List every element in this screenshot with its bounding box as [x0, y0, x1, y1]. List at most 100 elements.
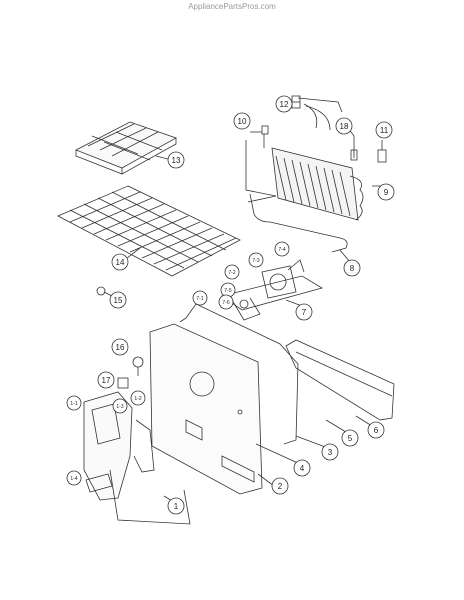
- callout-label: 7-6: [222, 300, 229, 306]
- callout-circle: [167, 151, 185, 169]
- callout-1-1[interactable]: 1-1: [66, 395, 82, 411]
- callout-label: 1-4: [70, 476, 77, 482]
- callout-label: 7-5: [224, 288, 231, 294]
- sensor-part[interactable]: [350, 136, 358, 161]
- callout-label: 8: [350, 264, 355, 273]
- callout-17[interactable]: 17: [97, 371, 115, 389]
- callout-7-6[interactable]: 7-6: [218, 294, 234, 310]
- callout-label: 7-3: [252, 258, 259, 264]
- callout-circle: [274, 241, 290, 257]
- callout-7-1[interactable]: 7-1: [192, 290, 208, 306]
- callout-circle: [109, 291, 127, 309]
- fan-motor-assembly-part[interactable]: [221, 259, 324, 321]
- cover-panel-part[interactable]: [149, 323, 263, 495]
- callout-circle: [377, 183, 395, 201]
- callout-label: 9: [384, 188, 389, 197]
- callout-circle: [130, 390, 146, 406]
- callout-label: 16: [116, 343, 125, 352]
- callout-10[interactable]: 10: [233, 112, 251, 130]
- callout-5[interactable]: 5: [341, 429, 359, 447]
- callout-circle: [97, 371, 115, 389]
- callout-circle: [335, 117, 353, 135]
- callout-circle: [271, 477, 289, 495]
- callout-15[interactable]: 15: [109, 291, 127, 309]
- callout-circle: [275, 95, 293, 113]
- callout-13[interactable]: 13: [167, 151, 185, 169]
- callout-9[interactable]: 9: [377, 183, 395, 201]
- thermostat-part[interactable]: [261, 125, 269, 148]
- callout-circle: [218, 294, 234, 310]
- ice-tray-part[interactable]: [75, 121, 177, 175]
- callout-circle: [224, 264, 240, 280]
- callout-label: 10: [238, 117, 247, 126]
- callout-label: 7: [302, 308, 307, 317]
- callout-circle: [112, 398, 128, 414]
- callout-7-4[interactable]: 7-4: [274, 241, 290, 257]
- defrost-heater-part[interactable]: [249, 193, 348, 253]
- callout-label: 13: [172, 156, 181, 165]
- callout-circle: [375, 121, 393, 139]
- callout-circle: [293, 459, 311, 477]
- callout-label: 5: [348, 434, 353, 443]
- callout-circle: [233, 112, 251, 130]
- callout-4[interactable]: 4: [293, 459, 311, 477]
- callout-8[interactable]: 8: [343, 259, 361, 277]
- callout-label: 18: [340, 122, 349, 131]
- callout-circle: [192, 290, 208, 306]
- callout-14[interactable]: 14: [111, 253, 129, 271]
- callout-7-3[interactable]: 7-3: [248, 252, 264, 268]
- callout-6[interactable]: 6: [367, 421, 385, 439]
- callout-7[interactable]: 7: [295, 303, 313, 321]
- callout-label: 2: [278, 482, 283, 491]
- callout-11[interactable]: 11: [375, 121, 393, 139]
- callout-16[interactable]: 16: [111, 338, 129, 356]
- callout-circle: [321, 443, 339, 461]
- callout-12[interactable]: 12: [275, 95, 293, 113]
- callout-circle: [111, 253, 129, 271]
- callout-label: 1-2: [134, 396, 141, 402]
- callout-1[interactable]: 1: [167, 497, 185, 515]
- callout-circle: [66, 470, 82, 486]
- callout-1-4[interactable]: 1-4: [66, 470, 82, 486]
- knob-part[interactable]: [132, 356, 144, 376]
- callout-label: 1-1: [70, 401, 77, 407]
- callout-circle: [343, 259, 361, 277]
- callout-label: 12: [280, 100, 289, 109]
- callout-circle: [167, 497, 185, 515]
- callout-label: 3: [328, 448, 333, 457]
- callout-1-3[interactable]: 1-3: [112, 398, 128, 414]
- channel-bracket-part[interactable]: [285, 339, 395, 421]
- callout-3[interactable]: 3: [321, 443, 339, 461]
- callout-label: 4: [300, 464, 305, 473]
- callout-circle: [66, 395, 82, 411]
- screw-part[interactable]: [96, 286, 113, 297]
- watermark-text: AppliancePartsPros.com: [188, 2, 276, 11]
- wire-harness-part[interactable]: [291, 95, 343, 131]
- callout-circle: [341, 429, 359, 447]
- callout-circle: [111, 338, 129, 356]
- callout-label: 15: [114, 296, 123, 305]
- callout-label: 17: [102, 376, 111, 385]
- callout-circle: [248, 252, 264, 268]
- callout-label: 1-3: [116, 404, 123, 410]
- callout-label: 7-2: [228, 270, 235, 276]
- callout-label: 11: [380, 126, 389, 135]
- dispenser-assembly-part[interactable]: [83, 391, 191, 525]
- evaporator-part[interactable]: [245, 140, 364, 221]
- wire-shelf-part[interactable]: [57, 185, 241, 277]
- callout-1-2[interactable]: 1-2: [130, 390, 146, 406]
- fuse-part[interactable]: [377, 140, 387, 163]
- gasket-part[interactable]: [179, 303, 299, 445]
- callout-label: 6: [374, 426, 379, 435]
- callout-7-2[interactable]: 7-2: [224, 264, 240, 280]
- callout-label: 14: [116, 258, 125, 267]
- callout-label: 1: [174, 502, 179, 511]
- callout-label: 7-1: [196, 296, 203, 302]
- insert-part[interactable]: [117, 377, 129, 389]
- callout-18[interactable]: 18: [335, 117, 353, 135]
- callout-circle: [295, 303, 313, 321]
- callout-label: 7-4: [278, 247, 285, 253]
- callout-circle: [367, 421, 385, 439]
- callout-2[interactable]: 2: [271, 477, 289, 495]
